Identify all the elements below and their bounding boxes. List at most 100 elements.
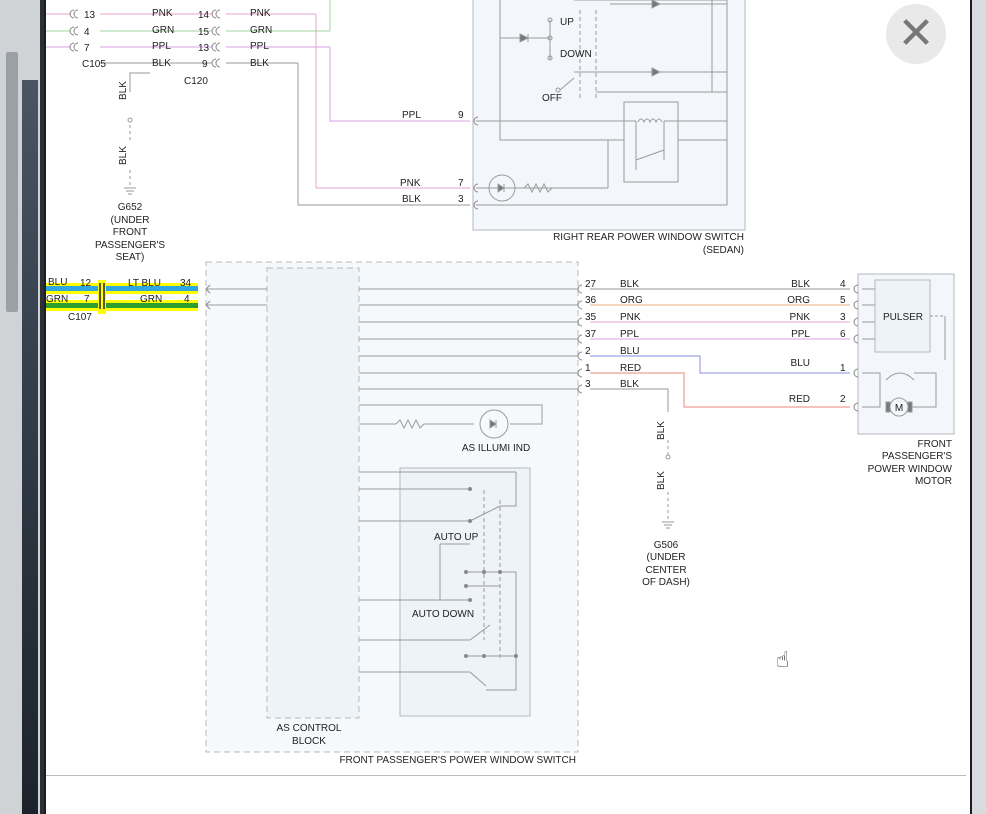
illumi-ind-label: AS ILLUMI IND bbox=[462, 443, 530, 454]
wire-color-label: BLK bbox=[620, 279, 639, 290]
svg-text:(UNDER: (UNDER bbox=[111, 215, 150, 226]
c107-pin: 7 bbox=[84, 294, 90, 305]
svg-text:SEAT): SEAT) bbox=[116, 252, 145, 263]
wire-color-label: BLK bbox=[656, 471, 667, 490]
wire-color-label: BLK bbox=[620, 379, 639, 390]
ground-g506-label: G506 (UNDER CENTER OF DASH) bbox=[642, 540, 690, 588]
wire-color-label: PPL bbox=[402, 110, 421, 121]
svg-text:OF DASH): OF DASH) bbox=[642, 577, 690, 588]
wire-color-label: LT BLU bbox=[128, 278, 161, 289]
c105-pin-2: 4 bbox=[84, 27, 90, 38]
c107-pin: 34 bbox=[180, 278, 192, 289]
rear-switch-title: RIGHT REAR POWER WINDOW SWITCH bbox=[553, 232, 744, 243]
ground-g652-label: G652 (UNDER FRONT PASSENGER'S SEAT) bbox=[95, 202, 165, 263]
pulser-label: PULSER bbox=[883, 312, 923, 323]
front-switch-pin: 37 bbox=[585, 329, 597, 340]
auto-down-label: AUTO DOWN bbox=[412, 609, 474, 620]
wire-color-label: PPL bbox=[791, 329, 810, 340]
front-switch-pin: 35 bbox=[585, 312, 597, 323]
connector-c105-glyphs bbox=[69, 9, 221, 68]
svg-text:FRONT: FRONT bbox=[113, 227, 147, 238]
rear-switch-up-label: UP bbox=[560, 17, 574, 28]
hand-cursor-icon: ☝ bbox=[776, 648, 790, 673]
svg-text:PASSENGER'S: PASSENGER'S bbox=[95, 240, 165, 251]
motor-label: FRONT PASSENGER'S POWER WINDOW MOTOR bbox=[868, 439, 953, 487]
left-background-strip bbox=[0, 0, 40, 814]
connector-c107-label: C107 bbox=[68, 312, 92, 323]
wire-color-label: BLK bbox=[118, 81, 129, 100]
divider bbox=[46, 775, 966, 776]
wire-color-label: ORG bbox=[620, 295, 643, 306]
wire-color-label: PPL bbox=[152, 41, 171, 52]
rear-switch-off-label: OFF bbox=[542, 93, 562, 104]
svg-text:POWER WINDOW: POWER WINDOW bbox=[868, 464, 953, 475]
front-switch-pin: 3 bbox=[585, 379, 591, 390]
svg-text:G506: G506 bbox=[654, 540, 679, 551]
motor-pin: 3 bbox=[840, 312, 846, 323]
wire-color-label: RED bbox=[789, 394, 810, 405]
motor-pin: 4 bbox=[840, 279, 846, 290]
c105-pin-3: 7 bbox=[84, 43, 90, 54]
c120-pin: 15 bbox=[198, 27, 210, 38]
rear-switch-down-label: DOWN bbox=[560, 49, 592, 60]
wire-color-label: BLK bbox=[402, 194, 421, 205]
front-switch-pin: 2 bbox=[585, 346, 591, 357]
wire-color-label: GRN bbox=[250, 25, 272, 36]
svg-text:CENTER: CENTER bbox=[645, 565, 686, 576]
scrollbar[interactable] bbox=[6, 52, 18, 312]
motor-box bbox=[853, 273, 955, 435]
background-image-edge bbox=[22, 80, 38, 814]
svg-text:MOTOR: MOTOR bbox=[915, 476, 952, 487]
wire-color-label: BLK bbox=[118, 146, 129, 165]
wire-color-label: BLK bbox=[250, 58, 269, 69]
control-block-label: AS CONTROL bbox=[276, 723, 341, 734]
wire-color-label: BLK bbox=[656, 421, 667, 440]
connector-c105-label: C105 bbox=[82, 59, 106, 70]
wire-color-label: PPL bbox=[620, 329, 639, 340]
control-block-label: BLOCK bbox=[292, 736, 326, 747]
front-switch-title: FRONT PASSENGER'S POWER WINDOW SWITCH bbox=[339, 755, 576, 766]
wire-color-label: GRN bbox=[46, 294, 68, 305]
motor-symbol-label: M bbox=[895, 403, 903, 414]
auto-up-label: AUTO UP bbox=[434, 532, 479, 543]
c120-pin: 14 bbox=[198, 10, 210, 21]
wire-color-label: BLU bbox=[620, 346, 639, 357]
rear-switch-subtitle: (SEDAN) bbox=[703, 245, 744, 256]
c105-pin-1: 13 bbox=[84, 10, 96, 21]
rear-switch-pin: 3 bbox=[458, 194, 464, 205]
c120-pin: 13 bbox=[198, 43, 210, 54]
top-connector-rows bbox=[46, 0, 470, 206]
rear-switch-pin: 7 bbox=[458, 178, 464, 189]
c107-highlighted-wires bbox=[46, 280, 198, 314]
svg-text:(UNDER: (UNDER bbox=[647, 552, 686, 563]
close-icon: ✕ bbox=[897, 8, 935, 59]
wire-color-label: PNK bbox=[620, 312, 641, 323]
motor-pin: 1 bbox=[840, 363, 846, 374]
wire-color-label: PNK bbox=[400, 178, 421, 189]
front-switch-box bbox=[205, 261, 583, 753]
close-button[interactable]: ✕ bbox=[886, 4, 946, 64]
wire-color-label: BLK bbox=[152, 58, 171, 69]
c107-pin: 4 bbox=[184, 294, 190, 305]
motor-wires bbox=[590, 288, 850, 529]
wire-color-label: RED bbox=[620, 363, 641, 374]
c120-pin: 9 bbox=[202, 59, 208, 70]
wire-color-label: BLU bbox=[791, 358, 810, 369]
motor-pin: 5 bbox=[840, 295, 846, 306]
wire-color-label: PPL bbox=[250, 41, 269, 52]
front-switch-pin: 36 bbox=[585, 295, 597, 306]
wire-color-label: GRN bbox=[140, 294, 162, 305]
rear-switch-box bbox=[472, 0, 746, 231]
wire-color-label: ORG bbox=[787, 295, 810, 306]
wire-color-label: PNK bbox=[250, 8, 271, 19]
front-switch-pin: 1 bbox=[585, 363, 591, 374]
connector-c120-label: C120 bbox=[184, 76, 208, 87]
wire-color-label: BLU bbox=[48, 277, 67, 288]
c107-pin: 12 bbox=[80, 278, 92, 289]
wire-color-label: PNK bbox=[152, 8, 173, 19]
wire-color-label: GRN bbox=[152, 25, 174, 36]
motor-pin: 2 bbox=[840, 394, 846, 405]
svg-text:PASSENGER'S: PASSENGER'S bbox=[882, 451, 952, 462]
right-background-strip bbox=[970, 0, 986, 814]
